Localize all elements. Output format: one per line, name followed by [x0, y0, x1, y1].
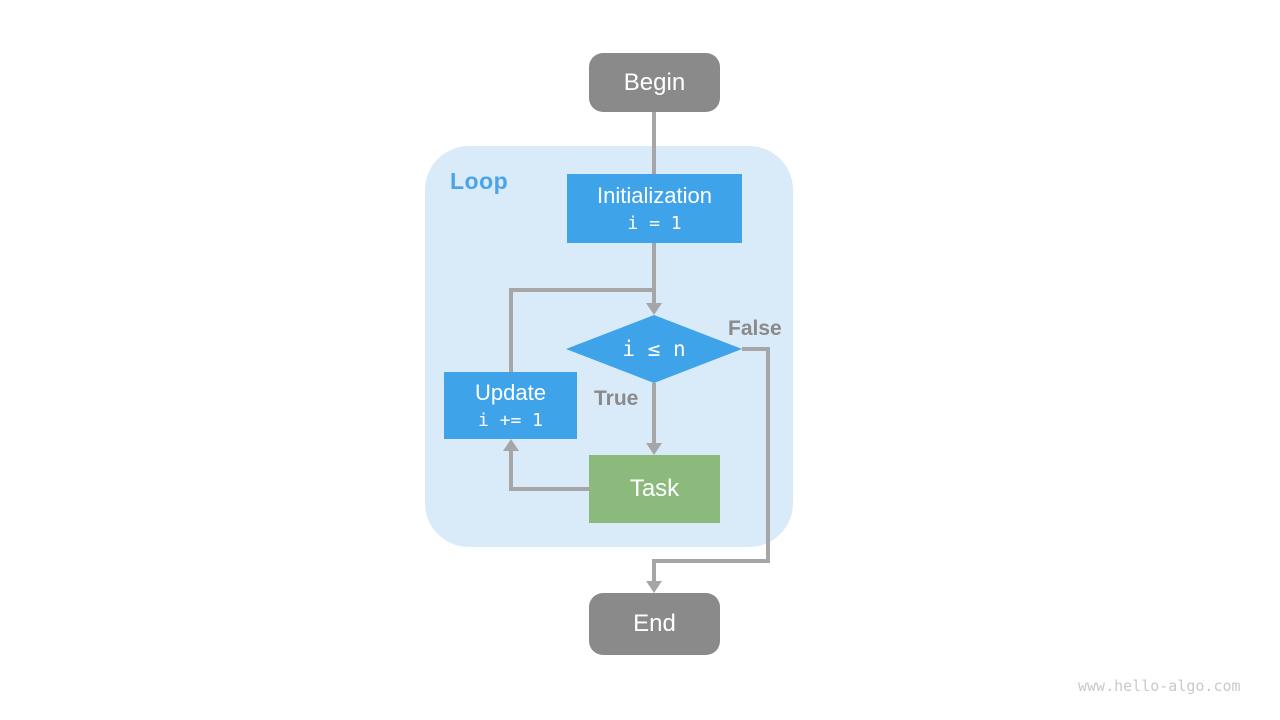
node-end: End: [589, 593, 720, 655]
edge-task-to-update-horizontal: [509, 487, 591, 491]
node-update: Update i += 1: [444, 372, 577, 439]
node-condition-expression: i ≤ n: [622, 337, 686, 361]
node-update-title: Update: [475, 379, 546, 405]
loop-subgraph-label: Loop: [450, 168, 509, 194]
edge-update-loopback-horizontal: [509, 288, 656, 292]
edge-false-horizontal-bottom: [652, 559, 770, 563]
true-branch-label: True: [594, 387, 639, 410]
arrowhead-into-condition: [646, 303, 662, 315]
false-branch-label: False: [728, 317, 782, 340]
edge-false-vertical-into-end: [652, 559, 656, 582]
node-begin-label: Begin: [623, 68, 686, 96]
edge-false-horizontal-top: [742, 347, 770, 351]
edge-condition-to-task: [652, 383, 656, 444]
arrowhead-into-update: [503, 439, 519, 451]
node-initialization: Initialization i = 1: [567, 174, 742, 243]
edge-task-to-update-vertical: [509, 450, 513, 491]
node-task-label: Task: [629, 475, 680, 502]
node-end-label: End: [633, 610, 676, 637]
arrowhead-into-task: [646, 443, 662, 455]
arrowhead-into-end: [646, 581, 662, 593]
edge-update-loopback-vertical: [509, 288, 513, 372]
node-initialization-title: Initialization: [597, 182, 712, 208]
node-task: Task: [589, 455, 720, 523]
node-initialization-code: i = 1: [627, 212, 682, 234]
node-update-code: i += 1: [477, 409, 544, 431]
edge-initialization-to-condition: [652, 243, 656, 304]
node-begin: Begin: [589, 53, 720, 112]
edge-false-vertical-right: [766, 347, 770, 563]
edge-begin-to-initialization: [652, 112, 656, 176]
watermark-text: www.hello-algo.com: [1078, 677, 1241, 695]
